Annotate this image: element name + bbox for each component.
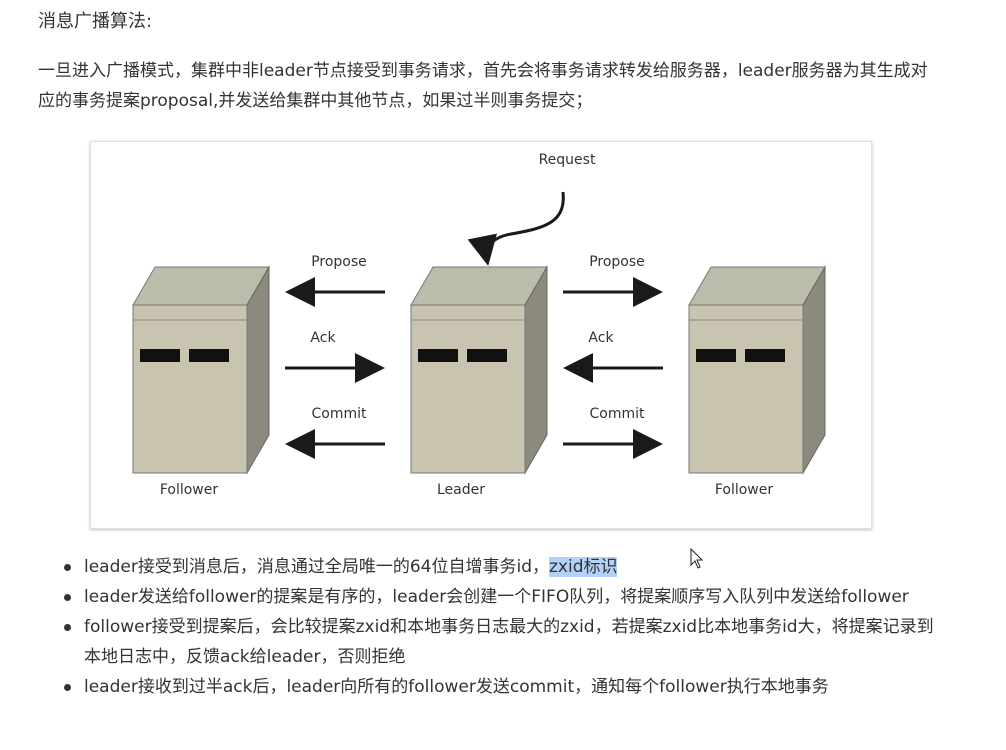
right-propose-label: Propose	[589, 254, 645, 270]
list-item: leader发送给follower的提案是有序的，leader会创建一个FIFO…	[60, 582, 940, 612]
request-arrow	[467, 191, 565, 266]
list-item: follower接受到提案后，会比较提案zxid和本地事务日志最大的zxid，若…	[60, 612, 940, 672]
intro-paragraph: 一旦进入广播模式，集群中非leader节点接受到事务请求，首先会将事务请求转发给…	[38, 61, 928, 111]
follower-left-server	[132, 266, 270, 474]
right-commit-label: Commit	[590, 406, 646, 422]
follower-left-label: Follower	[160, 482, 219, 498]
bullet-dot-icon	[64, 624, 71, 631]
list-item: leader接收到过半ack后，leader向所有的follower发送comm…	[60, 672, 940, 702]
right-ack-label: Ack	[588, 330, 614, 346]
highlighted-selection[interactable]: zxid标识	[548, 557, 618, 577]
mouse-pointer-icon	[690, 547, 704, 574]
follower-right-server	[688, 266, 826, 474]
follower-right-label: Follower	[715, 482, 774, 498]
bullet-list: leader接受到消息后，消息通过全局唯一的64位自增事务id，zxid标识 l…	[60, 552, 940, 702]
list-item: leader接受到消息后，消息通过全局唯一的64位自增事务id，zxid标识	[60, 552, 940, 582]
list-item-text: leader接收到过半ack后，leader向所有的follower发送comm…	[84, 677, 829, 697]
bullet-dot-icon	[64, 594, 71, 601]
section-heading: 消息广播算法:	[38, 11, 153, 32]
list-item-text: leader接受到消息后，消息通过全局唯一的64位自增事务id，	[84, 557, 549, 577]
list-item-text: leader发送给follower的提案是有序的，leader会创建一个FIFO…	[84, 587, 909, 607]
leader-server	[410, 266, 548, 474]
leader-label: Leader	[437, 482, 485, 498]
left-ack-label: Ack	[310, 330, 336, 346]
broadcast-diagram: Follower Leader Follower Request Propose…	[90, 141, 872, 529]
list-item-text: follower接受到提案后，会比较提案zxid和本地事务日志最大的zxid，若…	[84, 617, 934, 667]
left-commit-label: Commit	[312, 406, 368, 422]
bullet-dot-icon	[64, 684, 71, 691]
left-propose-label: Propose	[311, 254, 367, 270]
bullet-dot-icon	[64, 564, 71, 571]
request-label: Request	[539, 152, 596, 168]
